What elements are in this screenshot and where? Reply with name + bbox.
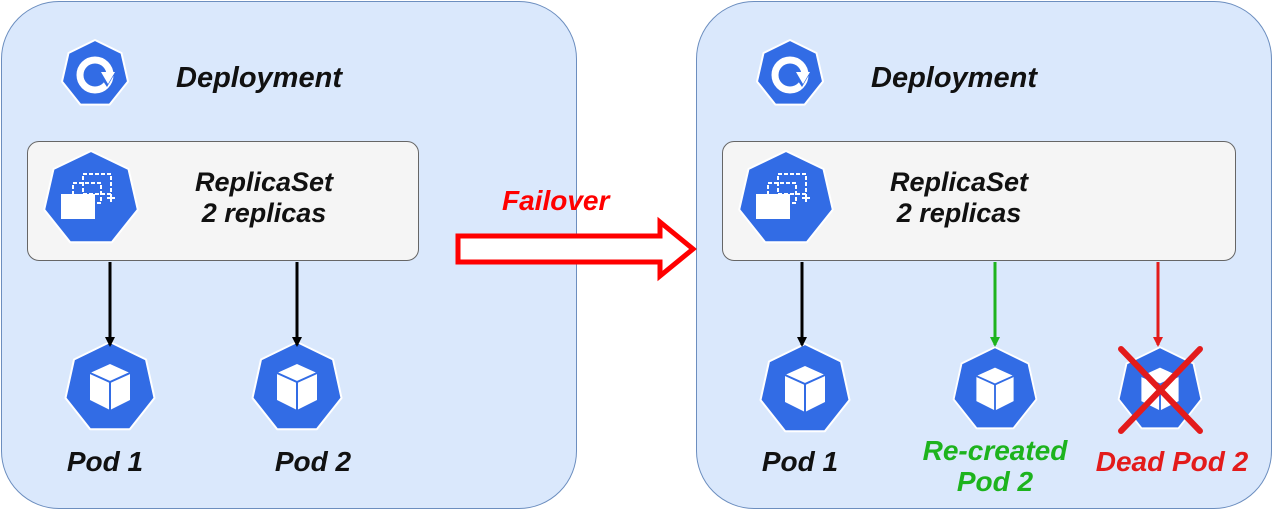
left-replicaset-title: ReplicaSet [194, 167, 334, 197]
left-pod-1-label: Pod 1 [66, 446, 144, 477]
right-deployment-icon [757, 40, 823, 105]
right-pod-1-icon [759, 343, 851, 433]
recreated-pod-2-icon [952, 346, 1038, 430]
dead-pod-2-label: Dead Pod 2 [1095, 446, 1249, 477]
left-deployment-icon [62, 40, 128, 105]
right-replicaset-title: ReplicaSet [889, 167, 1029, 197]
left-replicaset-icon [43, 150, 139, 244]
left-replicaset-label: ReplicaSet 2 replicas [162, 167, 366, 229]
right-deployment-label: Deployment [871, 62, 1037, 94]
failover-label: Failover [502, 185, 610, 216]
dead-pod-x-icon [1118, 346, 1203, 434]
right-pod-1-label: Pod 1 [761, 446, 839, 477]
recreated-pod-line1: Re-created [922, 435, 1068, 466]
left-deployment-label: Deployment [176, 62, 342, 94]
right-replicaset-label: ReplicaSet 2 replicas [857, 167, 1061, 229]
right-replicaset-replicas: 2 replicas [896, 198, 1022, 229]
recreated-pod-line2: Pod 2 [956, 465, 1034, 497]
left-pod-2-icon [251, 341, 343, 431]
recreated-pod-2-label: Re-created Pod 2 [900, 435, 1090, 498]
left-pod-1-icon [64, 341, 156, 431]
right-replicaset-icon [738, 150, 834, 244]
left-replicaset-replicas: 2 replicas [201, 198, 327, 229]
failover-arrow [455, 216, 697, 282]
left-pod-2-label: Pod 2 [274, 446, 352, 477]
